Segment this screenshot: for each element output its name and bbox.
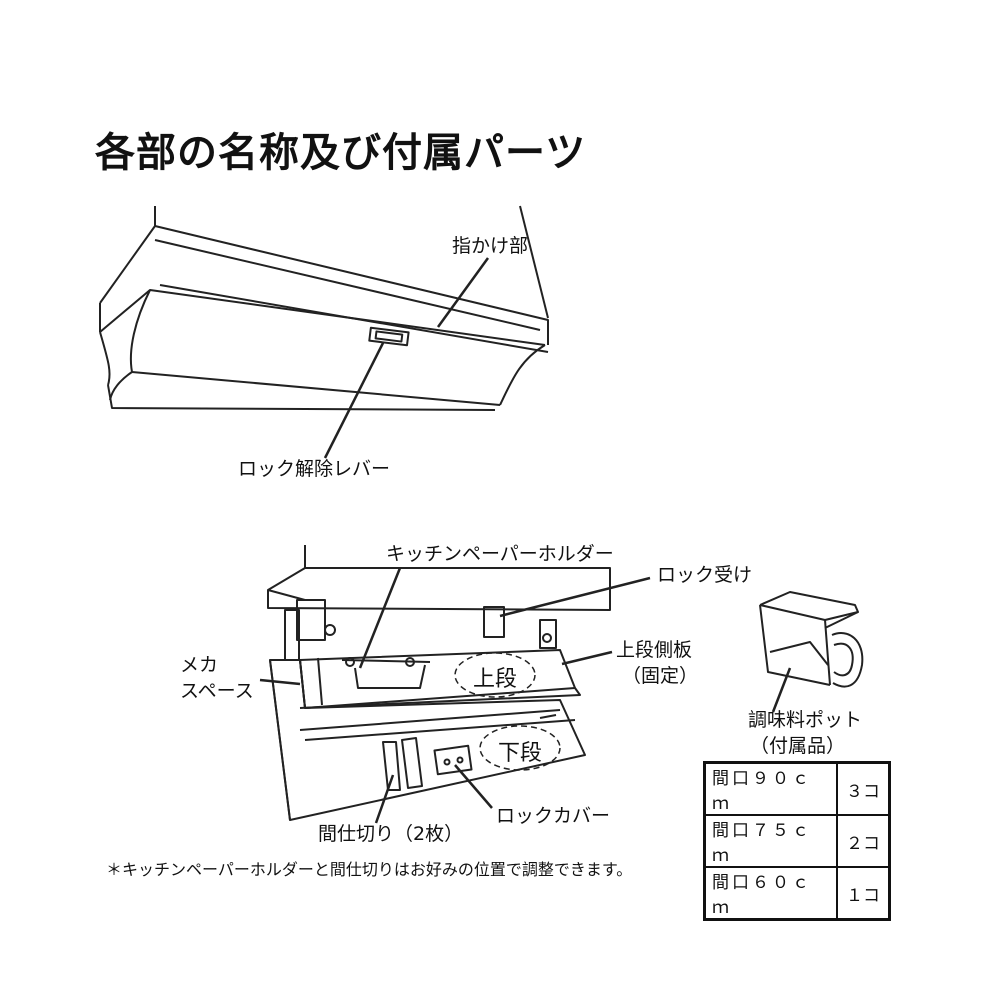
- label-paper-holder: キッチンペーパーホルダー: [386, 543, 614, 565]
- label-lock-release-lever: ロック解除レバー: [238, 458, 391, 480]
- open-cabinet-illustration: [259, 545, 651, 824]
- label-mech-space-line1: メカ: [180, 654, 219, 676]
- table-row: 間口９０ｃｍ ３コ: [703, 761, 891, 816]
- label-finger-grip: 指かけ部: [452, 235, 529, 257]
- table-row: 間口６０ｃｍ １コ: [703, 866, 891, 921]
- label-lock-receiver: ロック受け: [657, 564, 753, 586]
- page-title: 各部の名称及び付属パーツ: [95, 130, 587, 176]
- label-lock-cover: ロックカバー: [496, 805, 611, 827]
- table-cell-width: 間口９０ｃｍ: [703, 761, 838, 816]
- accessory-count-table: 間口９０ｃｍ ３コ 間口７５ｃｍ ２コ 間口６０ｃｍ １コ: [703, 761, 891, 921]
- table-cell-count: ３コ: [836, 761, 891, 816]
- label-seasoning-pot-note: （付属品）: [750, 735, 846, 757]
- closed-cabinet-illustration: [99, 205, 549, 459]
- seasoning-pot-illustration: [759, 591, 864, 713]
- footnote: ＊キッチンペーパーホルダーと間仕切りはお好みの位置で調整できます。: [106, 860, 633, 879]
- label-mech-space-line2: スペース: [180, 680, 254, 702]
- label-divider: 間仕切り（2枚）: [318, 823, 464, 845]
- label-lower-tier: 下段: [498, 741, 543, 766]
- label-upper-side-panel: 上段側板: [616, 639, 693, 661]
- label-upper-tier: 上段: [473, 667, 518, 692]
- table-cell-count: １コ: [836, 866, 891, 921]
- table-cell-count: ２コ: [836, 814, 891, 868]
- table-cell-width: 間口７５ｃｍ: [703, 814, 838, 868]
- label-upper-side-panel-note: （固定）: [622, 665, 699, 687]
- table-cell-width: 間口６０ｃｍ: [703, 866, 838, 921]
- label-seasoning-pot: 調味料ポット: [748, 709, 863, 731]
- table-row: 間口７５ｃｍ ２コ: [703, 814, 891, 868]
